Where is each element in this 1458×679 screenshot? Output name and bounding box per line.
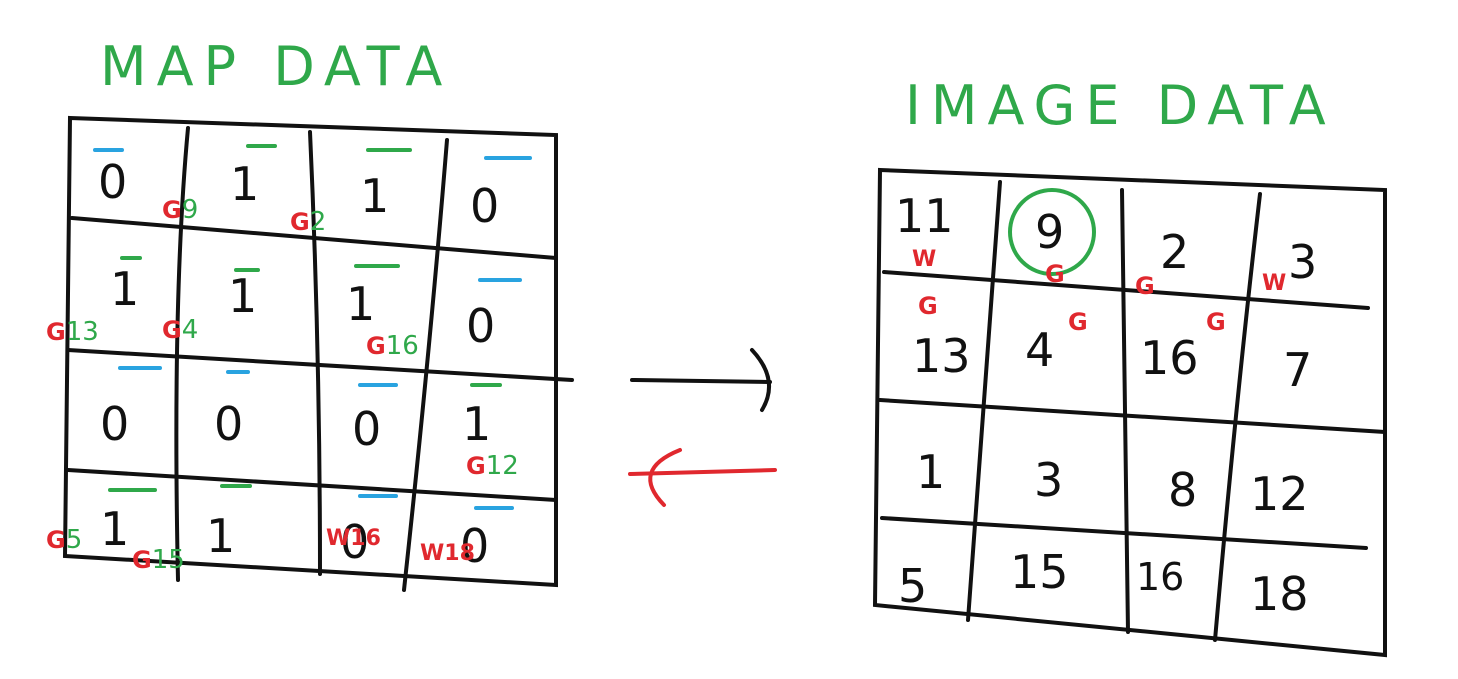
map-grid bbox=[62, 115, 574, 592]
map-cell: 0 bbox=[466, 299, 495, 353]
map-tag: W16 bbox=[326, 526, 381, 551]
image-grid bbox=[872, 167, 1387, 658]
image-cell: 4 bbox=[1025, 323, 1054, 377]
image-cell: 8 bbox=[1168, 463, 1197, 517]
map-cell: 0 bbox=[352, 402, 381, 456]
image-cell: 16 bbox=[1136, 555, 1184, 599]
map-cell: 1 bbox=[462, 397, 491, 451]
image-mark: W bbox=[1262, 271, 1286, 296]
image-cell: 2 bbox=[1160, 225, 1189, 279]
image-cell: 5 bbox=[898, 559, 927, 613]
image-cell: 9 bbox=[1035, 205, 1064, 259]
arrow-right bbox=[630, 348, 772, 412]
image-mark: G bbox=[1068, 308, 1088, 336]
map-tag: W18 bbox=[420, 541, 475, 566]
image-cell: 1 bbox=[916, 445, 945, 499]
map-tag: G9 bbox=[162, 195, 198, 225]
map-cell: 1 bbox=[346, 277, 375, 331]
image-cells: 11 9 2 3 13 4 16 7 1 3 8 12 5 15 16 18 bbox=[895, 189, 1317, 621]
image-cell: 18 bbox=[1250, 567, 1309, 621]
map-tag: G4 bbox=[162, 315, 198, 345]
map-cell: 0 bbox=[460, 519, 489, 573]
map-cell: 0 bbox=[214, 397, 243, 451]
image-mark: G bbox=[918, 292, 938, 320]
map-cell: 1 bbox=[100, 502, 129, 556]
image-cell: 12 bbox=[1250, 467, 1309, 521]
image-cell: 16 bbox=[1140, 331, 1199, 385]
arrow-left bbox=[628, 448, 777, 507]
map-cell: 1 bbox=[230, 157, 259, 211]
map-cell: 1 bbox=[206, 509, 235, 563]
map-tags: G9 G2 G13 G4 G16 G12 G5 G15 W16 W18 bbox=[46, 195, 519, 575]
image-cell: 3 bbox=[1288, 235, 1317, 289]
map-cell: 0 bbox=[340, 515, 369, 569]
image-mark: G bbox=[1045, 260, 1065, 288]
image-cell: 15 bbox=[1010, 545, 1069, 599]
map-tag: G16 bbox=[366, 331, 419, 361]
map-data-title: MAP DATA bbox=[100, 35, 452, 98]
map-cell: 0 bbox=[470, 179, 499, 233]
map-cell: 1 bbox=[228, 269, 257, 323]
map-tag: G5 bbox=[46, 525, 82, 555]
image-mark: W bbox=[912, 247, 936, 272]
image-cell: 7 bbox=[1283, 343, 1312, 397]
map-cell: 0 bbox=[98, 155, 127, 209]
map-cell: 1 bbox=[110, 262, 139, 316]
map-tag: G2 bbox=[290, 207, 326, 237]
map-tag: G12 bbox=[466, 451, 519, 481]
image-cell: 13 bbox=[912, 329, 971, 383]
highlight-circle bbox=[1008, 188, 1096, 276]
image-cell: 3 bbox=[1034, 453, 1063, 507]
map-cell: 1 bbox=[360, 169, 389, 223]
map-cell: 0 bbox=[100, 397, 129, 451]
image-mark: G bbox=[1206, 308, 1226, 336]
image-marks: W G G W G G G bbox=[912, 247, 1286, 336]
image-mark: G bbox=[1135, 272, 1155, 300]
image-cell: 11 bbox=[895, 189, 954, 243]
map-cells: 0 1 1 0 1 1 1 0 0 0 0 1 1 1 0 0 bbox=[98, 155, 499, 573]
image-data-title: IMAGE DATA bbox=[905, 74, 1336, 137]
map-tag: G13 bbox=[46, 317, 99, 347]
map-overbars bbox=[93, 144, 532, 510]
map-tag: G15 bbox=[132, 545, 185, 575]
